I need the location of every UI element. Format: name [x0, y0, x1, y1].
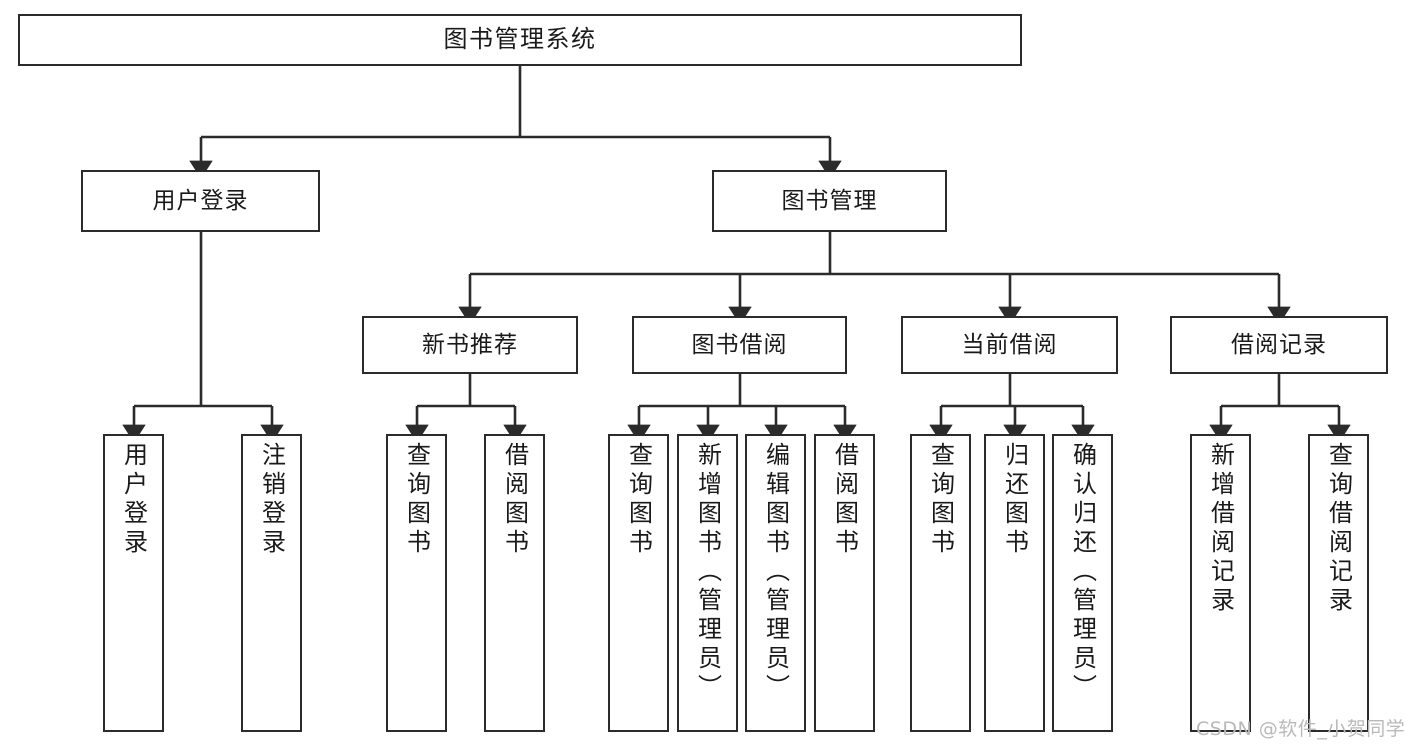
- node-leaf-query-book-2-label: 查询图书: [624, 442, 653, 558]
- node-leaf-return-book[interactable]: 归还图书: [984, 434, 1045, 732]
- node-current-borrow[interactable]: 当前借阅: [901, 316, 1118, 374]
- node-user-login-label: 用户登录: [152, 187, 249, 214]
- node-leaf-borrow-book-2-label: 借阅图书: [830, 442, 859, 558]
- node-leaf-query-record[interactable]: 查询借阅记录: [1308, 434, 1369, 732]
- node-borrow-record[interactable]: 借阅记录: [1170, 316, 1388, 374]
- node-leaf-borrow-book-2[interactable]: 借阅图书: [814, 434, 875, 732]
- node-leaf-confirm-return[interactable]: 确认归还（管理员）: [1052, 434, 1113, 732]
- node-leaf-add-book[interactable]: 新增图书（管理员）: [677, 434, 738, 732]
- node-leaf-query-book-2[interactable]: 查询图书: [608, 434, 669, 732]
- node-leaf-query-book-3[interactable]: 查询图书: [910, 434, 971, 732]
- node-leaf-edit-book-label: 编辑图书（管理员）: [761, 442, 790, 703]
- node-new-book-rec[interactable]: 新书推荐: [362, 316, 578, 374]
- node-leaf-edit-book[interactable]: 编辑图书（管理员）: [745, 434, 806, 732]
- node-leaf-query-book-1[interactable]: 查询图书: [386, 434, 447, 732]
- node-leaf-add-record[interactable]: 新增借阅记录: [1190, 434, 1251, 732]
- node-leaf-borrow-book-1[interactable]: 借阅图书: [484, 434, 545, 732]
- node-leaf-borrow-book-1-label: 借阅图书: [500, 442, 529, 558]
- node-new-book-rec-label: 新书推荐: [422, 331, 518, 358]
- node-leaf-add-record-label: 新增借阅记录: [1206, 442, 1235, 616]
- node-leaf-add-book-label: 新增图书（管理员）: [693, 442, 722, 703]
- node-leaf-user-login[interactable]: 用户登录: [103, 434, 164, 732]
- node-leaf-logout[interactable]: 注销登录: [241, 434, 302, 732]
- watermark-text: CSDN @软件_小贺同学: [1196, 718, 1405, 740]
- node-book-borrow-label: 图书借阅: [691, 331, 788, 358]
- node-user-login[interactable]: 用户登录: [81, 170, 320, 232]
- node-leaf-query-record-label: 查询借阅记录: [1324, 442, 1353, 616]
- node-leaf-return-book-label: 归还图书: [1000, 442, 1029, 558]
- node-book-borrow[interactable]: 图书借阅: [632, 316, 847, 374]
- node-root-label: 图书管理系统: [443, 25, 597, 54]
- node-leaf-query-book-3-label: 查询图书: [926, 442, 955, 558]
- node-leaf-query-book-1-label: 查询图书: [402, 442, 431, 558]
- node-borrow-record-label: 借阅记录: [1231, 331, 1327, 358]
- node-current-borrow-label: 当前借阅: [961, 331, 1058, 358]
- node-book-manage-label: 图书管理: [781, 187, 878, 214]
- node-root[interactable]: 图书管理系统: [18, 14, 1022, 66]
- node-leaf-user-login-label: 用户登录: [119, 442, 148, 558]
- node-leaf-confirm-return-label: 确认归还（管理员）: [1068, 442, 1097, 703]
- node-leaf-logout-label: 注销登录: [257, 442, 286, 558]
- node-book-manage[interactable]: 图书管理: [712, 170, 947, 232]
